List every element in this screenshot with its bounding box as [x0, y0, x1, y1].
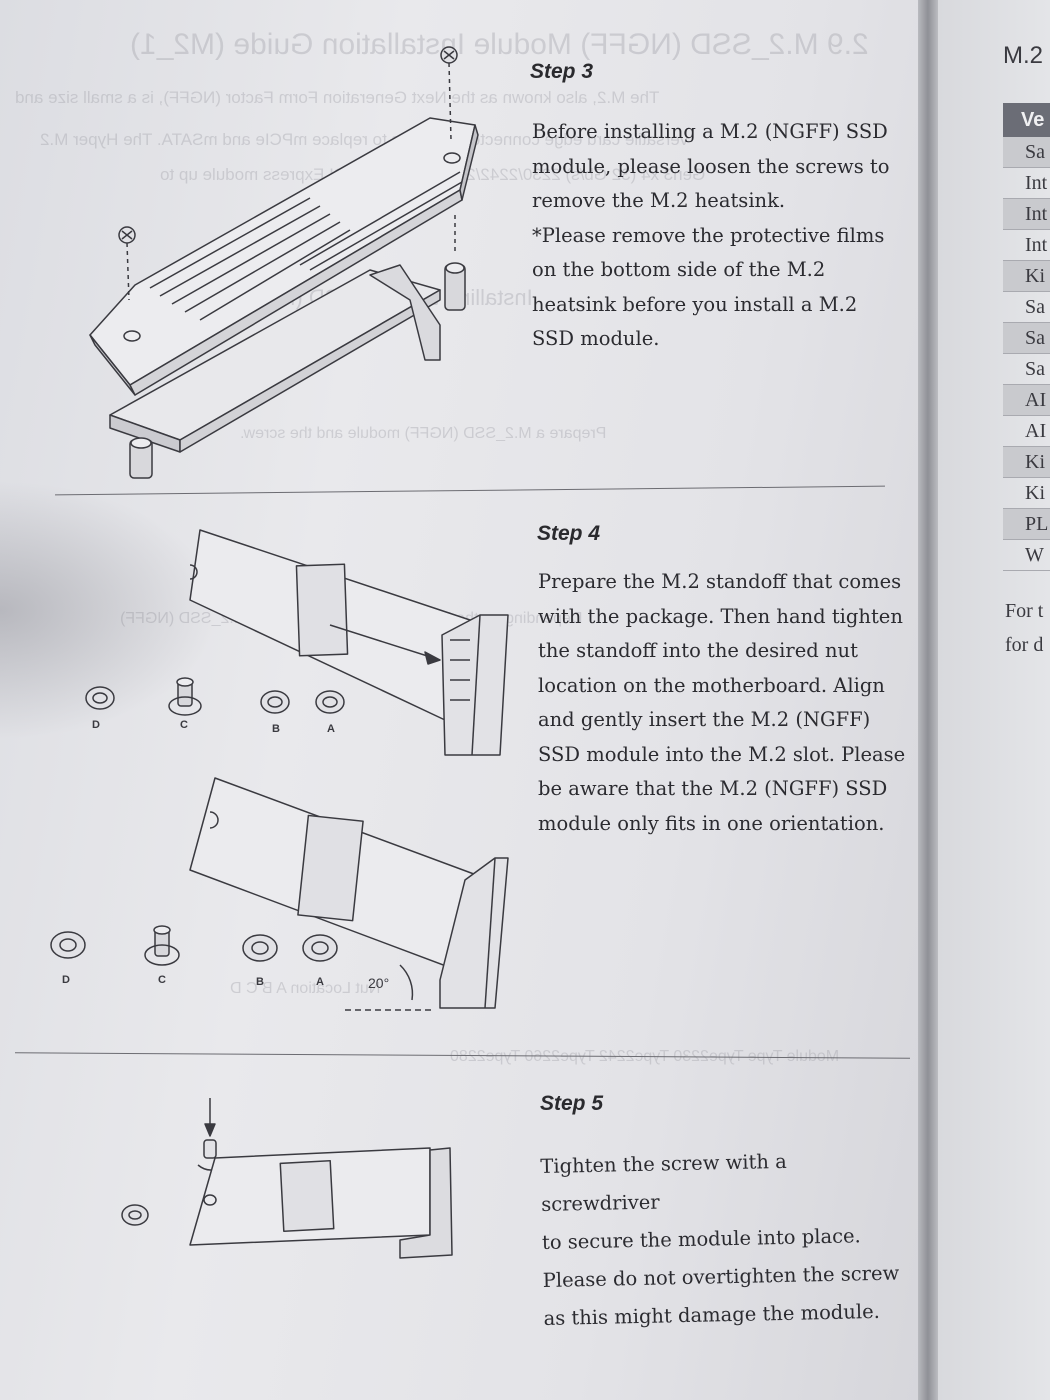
manual-page-right: [938, 0, 1050, 1400]
nut-label-d-top: D: [92, 719, 100, 731]
nut-label-c-bottom: C: [158, 974, 166, 986]
right-page-title: M.2: [1003, 42, 1044, 69]
installation-illustrations: D C B A D C B A 20°: [50, 46, 509, 1259]
step5-body: Tighten the screw with a screwdriver to …: [540, 1149, 900, 1330]
right-table-row: Int: [1003, 230, 1050, 261]
right-table-row: Ki: [1003, 447, 1050, 478]
right-table-row: Ki: [1003, 261, 1050, 292]
right-footer-line: For t: [1005, 600, 1044, 622]
heatsink-illustration: [89, 46, 479, 479]
nut-label-c-top: C: [180, 719, 188, 731]
right-table-row: Sa: [1003, 292, 1050, 323]
ssd-angle-illustration: [189, 777, 509, 1011]
step4-body: Prepare the M.2 standoff that comes with…: [538, 570, 906, 835]
angle-label: 20°: [368, 975, 389, 991]
book-gutter: [918, 0, 940, 1400]
right-table-row: PL: [1003, 509, 1050, 540]
nut-label-d-bottom: D: [62, 974, 70, 986]
right-table-row: AI: [1003, 416, 1050, 447]
right-table-row: Sa: [1003, 323, 1050, 354]
right-table-row: AI: [1003, 385, 1050, 416]
nut-locations-top: [85, 677, 345, 716]
nut-locations-bottom: [50, 925, 338, 966]
right-table-row: Sa: [1003, 354, 1050, 385]
right-footer-line: for d: [1005, 634, 1044, 656]
step5-title: Step 5: [540, 1092, 604, 1115]
right-table-header: Ve: [1003, 103, 1050, 137]
step4-title: Step 4: [537, 522, 601, 545]
right-table-row: Sa: [1003, 137, 1050, 168]
nut-label-b-top: B: [272, 723, 280, 735]
right-table-row: Ki: [1003, 478, 1050, 509]
nut-label-b-bottom: B: [256, 976, 264, 988]
right-table-row: Int: [1003, 168, 1050, 199]
step3-body: Before installing a M.2 (NGFF) SSD modul…: [532, 120, 890, 350]
step3-title: Step 3: [530, 60, 594, 83]
nut-label-a-top: A: [327, 723, 335, 735]
right-table-row: Int: [1003, 199, 1050, 230]
screw-tighten-illustration: [121, 1098, 453, 1259]
right-table-row: W: [1003, 540, 1050, 571]
ssd-insert-illustration-top: [189, 529, 509, 756]
nut-label-a-bottom: A: [316, 976, 324, 988]
